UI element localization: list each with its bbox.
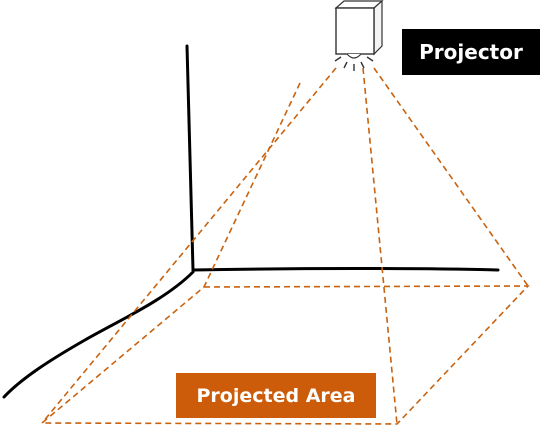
room-corner [2,44,500,399]
projector-label: Projector [402,29,540,75]
beam-edge-right-front [362,67,398,425]
beam-edge-left-rear [203,82,301,288]
projector-label-text: Projector [419,40,523,64]
projected-area-outline [39,285,530,425]
projector-lens [346,53,362,59]
wall-floor-edge [191,267,500,272]
wall-vertical-edge [185,44,195,272]
projector-icon [334,0,384,71]
projector-body [335,7,375,55]
beam-edge-right-rear [373,67,529,287]
projected-area-label: Projected Area [176,373,376,418]
projection-lines [39,67,530,425]
light-rays [334,56,374,71]
beam-edge-left-front [41,67,337,424]
projected-area-label-text: Projected Area [196,384,356,407]
floor-left-edge [2,270,195,399]
projector-side-face [373,0,383,56]
